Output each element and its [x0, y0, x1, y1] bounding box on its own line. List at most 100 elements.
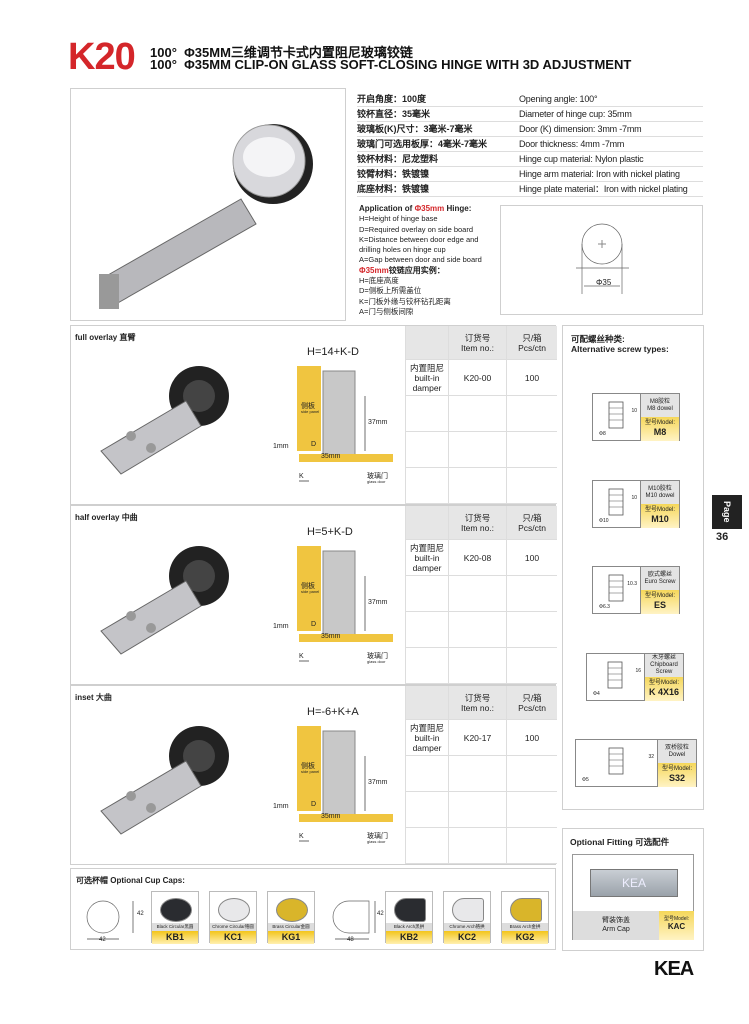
spec-en: Hinge cup material: Nylon plastic — [519, 154, 644, 164]
screw-name-cn: 欧式螺丝 — [647, 571, 672, 578]
round-cap-width: 42 — [99, 937, 106, 943]
screw-dim-diameter: Φ4 — [593, 691, 600, 697]
screw-dim-length: 10 — [631, 408, 637, 414]
diagram-label-door-cn: 玻璃门 — [367, 833, 388, 840]
damper-type: damper — [412, 562, 442, 573]
item-header-en: Item no.: — [460, 342, 495, 353]
cap-model: KG2 — [502, 931, 548, 944]
screws-title-cn: 可配螺丝种类: — [571, 334, 625, 344]
damper-type: 内置阻尼 — [409, 722, 444, 733]
arch-cap-icon — [452, 898, 484, 922]
model-label: 型号Model: — [648, 680, 679, 686]
screw-name-cn: 双桥胶粒 — [664, 744, 689, 751]
angle: 100° — [150, 57, 177, 72]
table-row-empty — [405, 612, 557, 648]
diagram-label-h: 37mm — [368, 599, 388, 606]
diagram-label-k: K — [299, 473, 304, 480]
table-row-empty — [405, 432, 557, 468]
item-header-cn: 订货号 — [464, 332, 491, 343]
item-header-cn: 订货号 — [464, 512, 491, 523]
cup-circle-diagram — [576, 223, 629, 294]
cap-name: Black Arch黑拱 — [386, 923, 432, 931]
screw-name-en: M8 dowel — [647, 405, 673, 412]
item-number: K20-17 — [448, 720, 506, 755]
cup-diagram: Φ35 — [500, 205, 703, 315]
round-cap-icon — [276, 898, 308, 922]
spec-en: Door (K) dimension: 3mm -7mm — [519, 124, 642, 134]
screws-title-en: Alternative screw types: — [571, 344, 669, 354]
spec-cn: 底座材料：铁镀镍 — [357, 184, 430, 194]
arm-cap-model: KAC — [667, 922, 686, 931]
pcs-per-carton: 100 — [506, 360, 557, 395]
pcs-header-cn: 只/箱 — [522, 332, 542, 343]
table-row-empty — [405, 396, 557, 432]
pcs-header-cn: 只/箱 — [522, 512, 542, 523]
diagram-label-d: D — [311, 441, 317, 448]
screw-name-en: M10 dowel — [645, 492, 675, 499]
cap-model: KB2 — [386, 931, 432, 944]
hinge-arm — [322, 370, 356, 460]
side-panel — [297, 726, 321, 811]
round-cap-diagram — [86, 900, 134, 940]
screw-model: M10 — [651, 514, 669, 524]
cap-name: Brass Arch金拱 — [502, 923, 548, 931]
app-line-cn: A=门与侧板间隙 — [359, 306, 414, 316]
caps-title: 可选杯帽 Optional Cup Caps: — [76, 876, 185, 885]
screw-model: M8 — [653, 427, 667, 437]
hinge-arm — [322, 550, 356, 640]
screw-name-en: Dowel — [668, 751, 686, 758]
cup-dim: Φ35 — [596, 278, 612, 287]
diagram-label-door-en: glass door — [367, 839, 386, 844]
title-en-text: Φ35MM CLIP-ON GLASS SOFT-CLOSING HINGE W… — [184, 57, 632, 72]
item-number: K20-08 — [448, 540, 506, 575]
item-header-en: Item no.: — [460, 522, 495, 533]
cap-model: KB1 — [152, 931, 198, 944]
diagram-label-panel-cn: 侧板 — [301, 583, 315, 590]
hinge-icon — [100, 366, 229, 475]
diagram-label-door-en: glass door — [367, 659, 386, 664]
app-line-cn: K=门板外缘与铰杯钻孔距离 — [359, 296, 451, 306]
variant-label: inset 大曲 — [75, 693, 112, 702]
cap-name: Chrome Circular铬圆 — [210, 923, 256, 931]
diagram-label-panel-cn: 侧板 — [301, 403, 315, 410]
glass-door — [299, 454, 393, 462]
cap-name: Black Circular黑圆 — [152, 923, 198, 931]
brand-logo: KEA — [654, 958, 694, 980]
title-en: 100° Φ35MM CLIP-ON GLASS SOFT-CLOSING HI… — [150, 57, 631, 72]
arch-cap-width: 48 — [347, 937, 354, 943]
round-cap-height: 42 — [137, 911, 144, 917]
damper-type: damper — [412, 382, 442, 393]
damper-type: 内置阻尼 — [409, 362, 444, 373]
cap-name: Chrome Arch铬拱 — [444, 923, 490, 931]
page-tab: Page — [712, 495, 742, 529]
hinge-photo — [91, 536, 241, 656]
diagram-label-k: K — [299, 653, 304, 660]
arm-cap-cn: 臂装饰盖 — [602, 917, 630, 924]
table-row-empty — [405, 792, 557, 828]
app-line-cn: D=侧板上所需盖位 — [359, 286, 422, 296]
screw-model: S32 — [668, 773, 685, 783]
pcs-header-en: Pcs/ctn — [518, 702, 546, 713]
screw-dim-diameter: Φ6.3 — [599, 604, 610, 610]
title-cn: 100° Φ35MM三维调节卡式内置阻尼玻璃铰链 — [150, 42, 413, 61]
side-panel — [297, 366, 321, 451]
screw-dim-length: 16 — [635, 668, 641, 674]
model-label: 型号Model: — [644, 593, 675, 599]
screw-name-en: Chipboard Screw — [650, 662, 678, 675]
screw-model: K 4X16 — [648, 687, 680, 697]
spec-cn: 开启角度：100度 — [357, 94, 427, 104]
spec-en: Hinge arm material: Iron with nickel pla… — [519, 169, 680, 179]
spec-cn: 铰杯材料：尼龙塑料 — [357, 154, 439, 164]
pcs-header-en: Pcs/ctn — [518, 522, 546, 533]
